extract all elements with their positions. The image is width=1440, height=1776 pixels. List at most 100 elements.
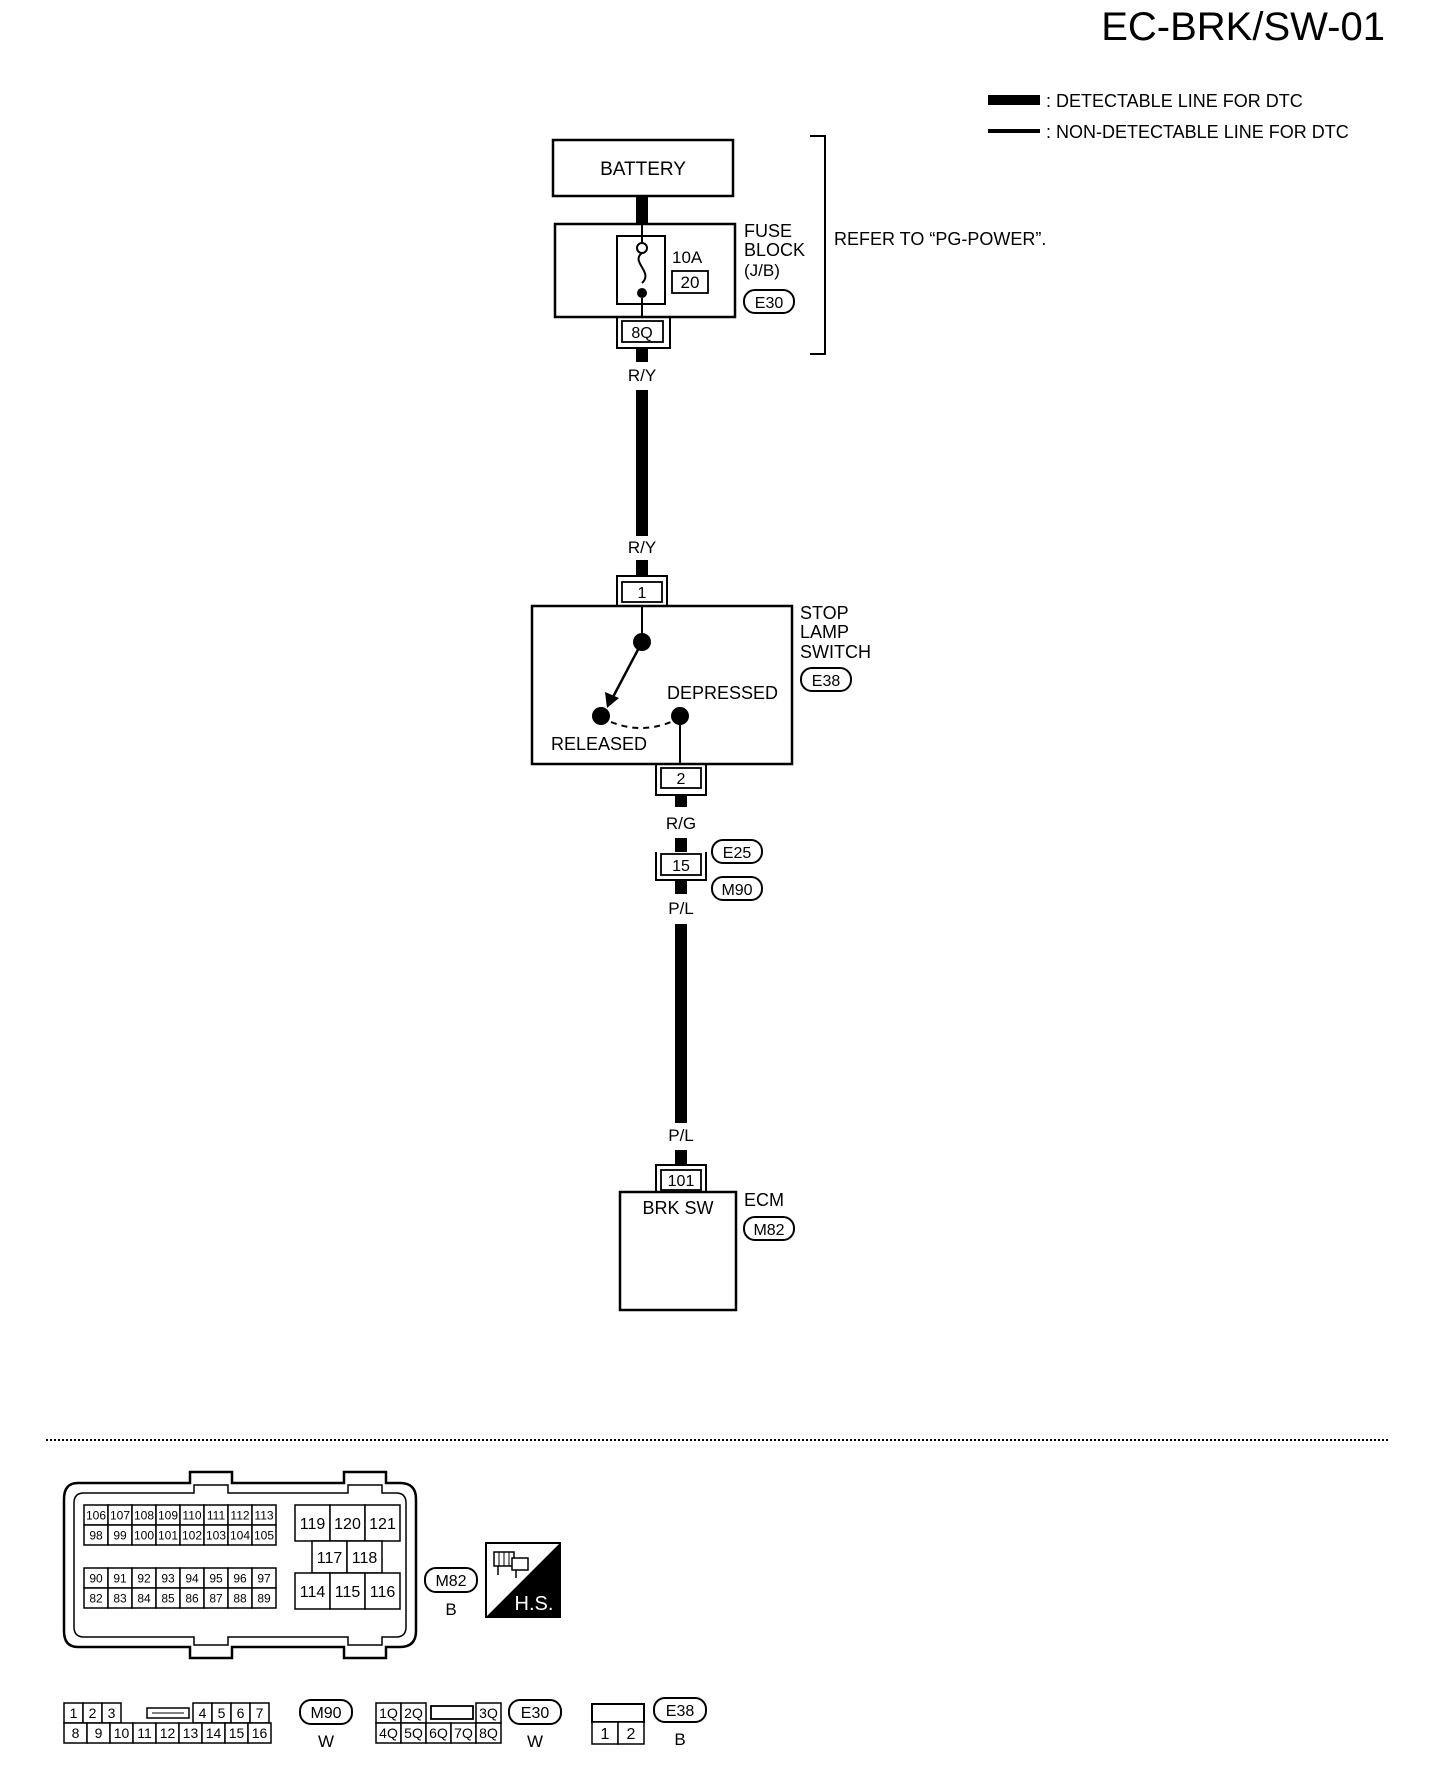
legend-detectable-swatch	[988, 95, 1040, 105]
fuse-block: 10A 20 FUSE BLOCK (J/B) E30 8Q	[553, 221, 805, 349]
m90-pin: 5	[218, 1705, 226, 1721]
wire-rg	[675, 838, 687, 852]
m82-pin: 107	[110, 1508, 130, 1522]
m82-pin-cell	[294, 1572, 331, 1610]
switch-box	[530, 604, 794, 766]
m82-inner-outline	[73, 1484, 407, 1646]
m90-pin: 11	[137, 1725, 152, 1741]
e30-pin: 6Q	[429, 1725, 448, 1741]
ecm-connector: M82	[753, 1222, 784, 1239]
battery-label: BATTERY	[600, 159, 686, 180]
m90-pin: 10	[114, 1725, 130, 1741]
switch-terminal-1-box	[621, 581, 663, 603]
hs-badge-label: H.S.	[515, 1593, 554, 1615]
m82-pin: 106	[86, 1508, 106, 1522]
m82-pin-cell	[364, 1572, 401, 1610]
fuse-block-connector-badge	[743, 289, 795, 314]
m82-pin: 104	[230, 1528, 250, 1542]
hs-badge-fill	[486, 1543, 560, 1617]
joint-connector-a-badge	[711, 839, 763, 864]
m82-pin-cell	[346, 1540, 383, 1574]
m82-pin: 102	[182, 1528, 202, 1542]
ecm-connector-badge	[743, 1216, 795, 1241]
m82-pin: 117	[317, 1550, 343, 1567]
m82-pin: 86	[185, 1591, 199, 1605]
wire-pl-stub-bottom	[675, 1150, 687, 1165]
e30-pin: 4Q	[379, 1725, 398, 1741]
m82-pin: 95	[209, 1571, 223, 1585]
m82-pin: 94	[185, 1571, 199, 1585]
m82-pin: 93	[161, 1571, 175, 1585]
wire-ry-label-top: R/Y	[628, 366, 656, 385]
fuse-number: 20	[681, 273, 700, 292]
wire-pl-stub-top	[675, 880, 687, 894]
m90-pin: 9	[95, 1725, 103, 1741]
m90-pin: 8	[72, 1725, 80, 1741]
wire-ry	[636, 390, 648, 536]
fuse-terminal-label: 8Q	[631, 325, 652, 342]
m82-code-badge	[424, 1567, 478, 1593]
fuse-block-label-1: FUSE	[744, 221, 792, 241]
ecm-terminal: 101	[668, 1173, 695, 1190]
wire-pl-label-top: P/L	[668, 899, 694, 918]
m82-pin-cell	[251, 1524, 277, 1546]
m82-pin: 111	[207, 1508, 226, 1522]
ecm-label: ECM	[744, 1190, 784, 1210]
m82-pin: 109	[158, 1508, 178, 1522]
m90-pin: 4	[199, 1705, 207, 1721]
fuse-rating: 10A	[672, 248, 703, 267]
switch-connector: E38	[812, 673, 841, 690]
m82-pin: 99	[113, 1528, 127, 1542]
e30-pin: 5Q	[404, 1725, 423, 1741]
switch-terminal-2-box	[660, 767, 702, 789]
m82-code: M82	[435, 1573, 466, 1590]
switch-state-depressed: DEPRESSED	[667, 683, 778, 703]
joint-connector: 15 E25 M90	[655, 839, 763, 901]
fuse-terminal-bottom	[637, 288, 647, 298]
ecm-terminal-box	[660, 1169, 702, 1191]
e30-code-badge	[508, 1699, 562, 1725]
legend: : DETECTABLE LINE FOR DTC : NON-DETECTAB…	[988, 91, 1349, 142]
m82-pin: 121	[369, 1516, 396, 1533]
e30-pin: 2Q	[404, 1705, 423, 1721]
e38-color: B	[674, 1730, 685, 1749]
joint-connector-b: M90	[721, 882, 752, 899]
wire-pl-label-bottom: P/L	[668, 1126, 694, 1145]
m82-pin: 101	[158, 1528, 178, 1542]
e38-housing-top	[591, 1703, 645, 1723]
legend-detectable-label: : DETECTABLE LINE FOR DTC	[1046, 91, 1303, 111]
m82-pin-cell	[251, 1587, 277, 1609]
e30-pin: 1Q	[379, 1705, 398, 1721]
legend-non-detectable-label: : NON-DETECTABLE LINE FOR DTC	[1046, 122, 1349, 142]
ecm-box	[618, 1190, 738, 1312]
m82-pin-cell	[311, 1540, 348, 1574]
fuse-terminal-box	[621, 320, 664, 343]
m82-pin: 114	[300, 1584, 326, 1601]
m82-pin: 85	[161, 1591, 175, 1605]
e30-lock-icon	[430, 1705, 474, 1720]
m82-pin: 97	[257, 1571, 271, 1585]
battery: BATTERY	[551, 138, 735, 198]
m82-pin: 92	[137, 1571, 151, 1585]
m82-color: B	[445, 1600, 456, 1619]
m82-pin-cell	[329, 1504, 366, 1542]
m90-pin: 13	[183, 1725, 199, 1741]
wire-pl	[675, 924, 687, 1123]
m82-pin: 84	[137, 1591, 151, 1605]
fuse-element-icon	[637, 252, 647, 284]
switch-released-contact	[592, 707, 610, 725]
wire-ry-label-bottom: R/Y	[628, 538, 656, 557]
m82-pin-cell	[294, 1504, 331, 1542]
switch-label-1: STOP	[800, 603, 849, 623]
switch-travel-path	[610, 721, 672, 729]
m82-pin: 120	[334, 1516, 361, 1533]
m82-pin: 115	[335, 1584, 361, 1601]
